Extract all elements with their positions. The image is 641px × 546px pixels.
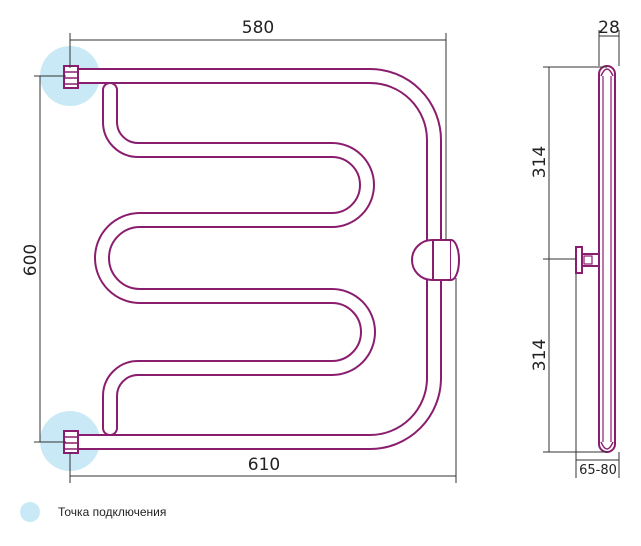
dimension-height: 600 xyxy=(21,244,41,276)
front-view-pipe xyxy=(70,68,442,450)
side-view-pipe xyxy=(598,65,616,453)
legend-connection-dot xyxy=(20,502,40,522)
wall-flange-front xyxy=(411,239,460,281)
dimension-wall-distance: 65-80 xyxy=(579,463,617,478)
dimension-lines-front xyxy=(34,33,457,483)
dimension-upper-half: 314 xyxy=(530,146,550,178)
wall-flange-side xyxy=(575,246,600,274)
dimension-side-depth: 28 xyxy=(598,18,620,38)
legend: Точка подключения xyxy=(20,502,166,522)
legend-label: Точка подключения xyxy=(58,505,167,519)
dimension-lower-half: 314 xyxy=(530,339,550,371)
dimension-lines-side xyxy=(543,30,620,478)
dimension-bottom-width: 610 xyxy=(248,455,280,475)
fitting-top xyxy=(63,65,79,89)
dimension-top-width: 580 xyxy=(242,18,274,38)
fitting-bottom xyxy=(63,430,79,454)
